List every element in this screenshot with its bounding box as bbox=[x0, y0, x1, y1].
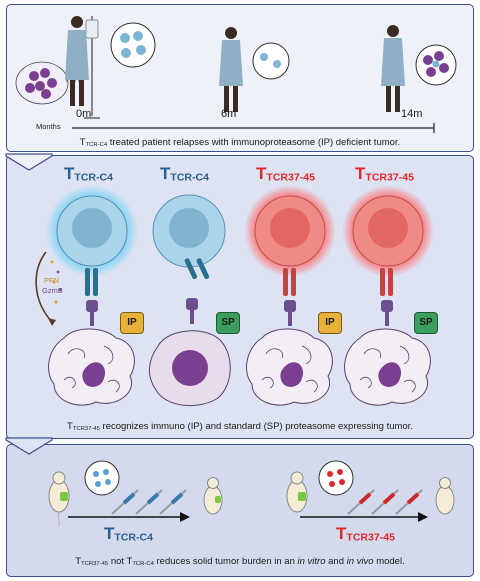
t-cell-icon bbox=[342, 185, 434, 277]
treatment-arrow bbox=[300, 512, 428, 522]
t-cell-label-3: TTCR37-45 bbox=[256, 164, 315, 184]
granzyme-label: GzmB bbox=[42, 286, 63, 295]
syringe-icon bbox=[371, 489, 399, 515]
t-cell-label-4: TTCR37-45 bbox=[355, 164, 414, 184]
t-cell-infusion-icon bbox=[110, 22, 156, 68]
tumor-cell-icon bbox=[344, 328, 431, 406]
mhc-icon bbox=[284, 300, 296, 326]
syringe-icon bbox=[111, 489, 139, 515]
syringe-icon bbox=[395, 489, 423, 515]
relapse-tumor-icon bbox=[415, 44, 457, 86]
mouse-icon bbox=[203, 477, 223, 515]
mhc-icon bbox=[186, 298, 198, 324]
petri-dish-icon bbox=[84, 460, 120, 496]
tumor-cell-icon bbox=[246, 328, 333, 406]
petri-dish-icon bbox=[318, 460, 354, 496]
t-cell-icon bbox=[46, 185, 138, 277]
t-cell-icon bbox=[152, 194, 226, 268]
proteasome-badge-sp: SP bbox=[414, 312, 438, 334]
tumor-cell-icon bbox=[149, 330, 231, 407]
treatment-arrow bbox=[68, 512, 190, 522]
treatment-label-tcr37-45: TTCR37-45 bbox=[336, 524, 395, 544]
mhc-icon bbox=[86, 300, 98, 326]
cytotoxic-release-arrow-icon bbox=[35, 251, 62, 326]
tcr-receptor-icon bbox=[283, 268, 296, 296]
tick-6m: 6m bbox=[221, 108, 237, 120]
tcr-receptor-icon bbox=[380, 268, 393, 296]
iv-drip-icon bbox=[84, 16, 100, 119]
timeline-axis-label: Months bbox=[36, 122, 61, 131]
tumor-cluster-icon bbox=[15, 61, 69, 105]
t-cell-icon bbox=[244, 185, 336, 277]
tick-14m: 14m bbox=[401, 108, 423, 120]
patient-icon bbox=[219, 27, 243, 112]
tcr-receptor-icon bbox=[184, 258, 210, 280]
t-cell-sample-icon bbox=[252, 42, 290, 80]
middle-caption: TTCR37-45 recognizes immuno (IP) and sta… bbox=[66, 421, 414, 432]
syringe-icon bbox=[347, 489, 375, 515]
timeline-axis bbox=[72, 123, 435, 133]
treatment-label-tcr-c4: TTCR-C4 bbox=[104, 524, 154, 544]
tumor-cell-icon bbox=[48, 328, 135, 406]
panel-arrow bbox=[5, 437, 53, 455]
proteasome-badge-ip: IP bbox=[318, 312, 342, 334]
mhc-icon bbox=[381, 300, 393, 326]
t-cell-label-1: TTCR-C4 bbox=[64, 164, 114, 184]
mouse-icon bbox=[435, 477, 455, 515]
syringe-icon bbox=[159, 489, 187, 515]
panel-arrow bbox=[5, 153, 53, 171]
patient-icon bbox=[381, 25, 405, 112]
proteasome-badge-sp: SP bbox=[216, 312, 240, 334]
perforin-label: PFN bbox=[44, 276, 59, 285]
syringe-icon bbox=[135, 489, 163, 515]
tick-0m: 0m bbox=[76, 108, 92, 120]
in-vivo-panel bbox=[6, 444, 474, 577]
proteasome-badge-ip: IP bbox=[120, 312, 144, 334]
mouse-icon bbox=[48, 471, 70, 527]
top-caption: TTCR-C4 treated patient relapses with im… bbox=[79, 137, 401, 148]
bottom-caption: TTCR37-45 not TTCR-C4 reduces solid tumo… bbox=[75, 556, 405, 567]
mouse-icon bbox=[286, 471, 308, 513]
t-cell-label-2: TTCR-C4 bbox=[160, 164, 210, 184]
tcr-receptor-icon bbox=[85, 268, 98, 296]
patient-icon bbox=[65, 16, 89, 106]
